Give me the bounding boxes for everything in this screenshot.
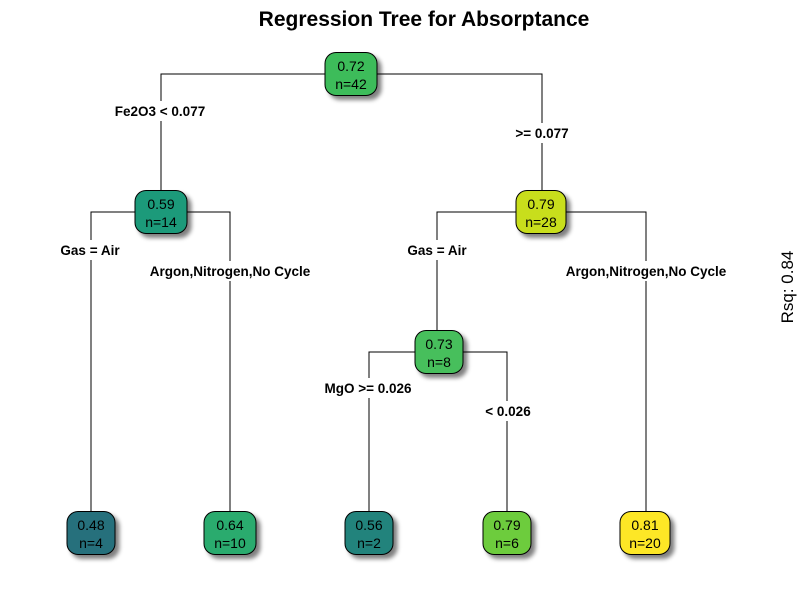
chart-title: Regression Tree for Absorptance [259, 8, 590, 31]
node-value: 0.64 [216, 517, 243, 533]
node-count: n=4 [79, 535, 103, 551]
node-value: 0.81 [631, 517, 658, 533]
tree-node-leaf-4: 0.79 n=6 [482, 511, 532, 555]
node-box [66, 511, 116, 555]
node-box [619, 511, 671, 555]
split-label-mgo-left: MgO >= 0.026 [324, 381, 412, 396]
split-label-gas-other-left: Argon,Nitrogen,No Cycle [150, 264, 311, 279]
tree-nodes: 0.72n=420.59n=140.79n=280.73n=80.48n=40.… [66, 52, 671, 555]
node-box [515, 190, 567, 234]
node-value: 0.79 [527, 196, 554, 212]
tree-node-left: 0.59 n=14 [134, 190, 188, 234]
split-label-fe2o3-right: >= 0.077 [515, 126, 568, 141]
split-label-mgo-right: < 0.026 [485, 404, 531, 419]
tree-node-leaf-3: 0.56 n=2 [344, 511, 394, 555]
node-value: 0.59 [147, 196, 174, 212]
split-label-gas-other-right: Argon,Nitrogen,No Cycle [566, 264, 727, 279]
edge-right-left [368, 351, 508, 511]
node-value: 0.56 [355, 517, 382, 533]
split-labels: Fe2O3 < 0.077 >= 0.077 Gas = Air Argon,N… [52, 101, 743, 421]
node-box [324, 52, 378, 96]
split-label-fe2o3-left: Fe2O3 < 0.077 [115, 104, 205, 119]
node-count: n=42 [335, 76, 367, 92]
node-count: n=8 [427, 354, 451, 370]
node-box [203, 511, 257, 555]
tree-node-leaf-5: 0.81 n=20 [619, 511, 671, 555]
node-count: n=20 [629, 535, 661, 551]
node-value: 0.72 [337, 58, 364, 74]
node-box [344, 511, 394, 555]
node-count: n=2 [357, 535, 381, 551]
node-count: n=28 [525, 214, 557, 230]
tree-node-leaf-2: 0.64 n=10 [203, 511, 257, 555]
tree-node-root: 0.72 n=42 [324, 52, 378, 96]
node-value: 0.48 [77, 517, 104, 533]
split-label-gas-air-right: Gas = Air [407, 243, 467, 258]
tree-node-right: 0.79 n=28 [515, 190, 567, 234]
node-box [482, 511, 532, 555]
node-box [134, 190, 188, 234]
node-value: 0.79 [493, 517, 520, 533]
node-count: n=10 [214, 535, 246, 551]
split-label-gas-air-left: Gas = Air [60, 243, 120, 258]
tree-node-right-left: 0.73 n=8 [414, 330, 464, 374]
node-box [414, 330, 464, 374]
node-value: 0.73 [425, 336, 452, 352]
node-count: n=6 [495, 535, 519, 551]
rsq-label: Rsq: 0.84 [778, 251, 797, 324]
tree-node-leaf-1: 0.48 n=4 [66, 511, 116, 555]
node-count: n=14 [145, 214, 177, 230]
